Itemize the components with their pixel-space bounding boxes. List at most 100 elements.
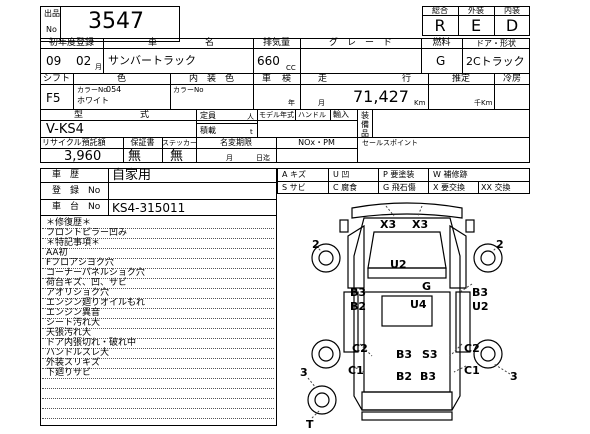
legend-a: A キズ: [282, 170, 307, 179]
mark-tire-2-tr: 2: [496, 238, 504, 251]
label-name-change: 名変期限: [220, 138, 252, 147]
label-aircon: 冷房: [502, 74, 521, 84]
leader-line: [307, 377, 317, 389]
mark-tire-3-br: 3: [510, 370, 518, 383]
sticker: 無: [170, 149, 184, 164]
label-shift: シフト: [42, 74, 70, 84]
label-grade: グ レ ー ド: [328, 38, 392, 48]
special-item-2: Fフロアシヨク穴: [46, 258, 114, 268]
mark-x3-left: X3: [380, 218, 396, 231]
mark-b2-bottom: B2: [396, 370, 412, 383]
spare-wheel-shape: [307, 385, 337, 415]
label-car-name-1: 車: [148, 38, 158, 48]
mark-u2-top: U2: [390, 258, 407, 271]
note-rule-line: [42, 318, 274, 319]
note-rule-line: [42, 418, 274, 419]
label-inspection-2: 検: [282, 74, 292, 84]
rear-bumper-shape: [361, 411, 453, 421]
label-warranty: 保証書: [130, 138, 155, 147]
special-item-9: 天張汚れ大: [46, 328, 92, 338]
wheel-front-left-shape: [311, 243, 341, 273]
special-item-4: 荷台キズ、凹、サビ: [46, 278, 128, 288]
mark-b3-left: B3: [350, 286, 366, 299]
mileage-unit: Km: [414, 99, 426, 107]
grade-header-exterior: 外装: [468, 6, 484, 15]
grade-header-interior: 内装: [504, 6, 520, 15]
mark-c2-left: C2: [352, 342, 368, 355]
mark-u4: U4: [410, 298, 427, 311]
label-capacity-unit: 人: [247, 113, 254, 121]
special-item-1: AA初: [46, 248, 68, 258]
special-item-11: ハンドルスレ大: [46, 348, 110, 358]
registration-block: [40, 168, 277, 216]
label-usage: 車 歴: [52, 170, 80, 180]
label-registration-no: 登 録 No: [52, 186, 101, 196]
mark-tire-2-tl: 2: [312, 238, 320, 251]
note-rule-line: [42, 288, 274, 289]
bed-inner-shape: [381, 295, 433, 327]
leader-line: [491, 245, 499, 253]
grade-exterior: E: [470, 16, 482, 35]
label-first-registration: 初年度登録: [48, 38, 94, 48]
special-header: ＊特記事項＊: [46, 238, 101, 248]
inspection-month-unit: 月: [318, 99, 325, 107]
note-rule-line: [42, 368, 274, 369]
label-estimated: 推定: [451, 74, 470, 84]
mark-b3-bottom: B3: [396, 348, 412, 361]
color-name: ホワイト: [77, 96, 109, 105]
legend-p: P 要塗装: [383, 170, 415, 179]
special-item-12: 外装スリキズ: [46, 358, 101, 368]
label-chassis-no: 車 台 No: [52, 202, 101, 212]
label-fuel: 燃料: [432, 38, 451, 48]
mark-g-right: G: [422, 280, 431, 293]
lot-box: [40, 6, 180, 42]
cab-left-side-shape: [347, 224, 365, 289]
leader-line: [459, 283, 473, 293]
mark-b3-right: B3: [472, 286, 488, 299]
label-name-change-day: 日迄: [256, 154, 270, 162]
leader-line: [417, 205, 423, 217]
model-code: V-KS4: [46, 122, 84, 137]
inspection-year-unit: 年: [288, 99, 295, 107]
note-rule-line: [42, 348, 274, 349]
fuel: G: [436, 54, 446, 68]
lot-label-top: 出品: [44, 9, 60, 18]
mark-t-bottom: T: [306, 418, 314, 430]
label-capacity: 定員: [200, 111, 216, 120]
special-item-6: エンジン廻りオイルもれ: [46, 298, 146, 308]
displacement: 660: [257, 54, 280, 68]
registration-year: 09: [46, 54, 62, 68]
note-rule-line: [42, 398, 274, 399]
label-name-change-month: 月: [226, 154, 233, 162]
special-item-5: アオリショク穴: [46, 288, 110, 298]
label-sales-point: セールスポイント: [362, 139, 418, 147]
label-color: 色: [116, 74, 126, 84]
wheel-rear-left-shape: [311, 339, 341, 369]
label-load: 積載: [200, 126, 216, 135]
note-rule-line: [42, 358, 274, 359]
mark-c2-right: C2: [464, 342, 480, 355]
label-displacement: 排気量: [262, 38, 290, 48]
mark-s3-bottom: S3: [422, 348, 438, 361]
wheel-rear-left-inner-shape: [318, 346, 334, 362]
mark-c1-left: C1: [348, 364, 364, 377]
label-car-name-2: 名: [205, 38, 215, 48]
label-steering: ハンドル: [298, 111, 326, 119]
cc-unit: CC: [286, 64, 296, 72]
note-rule-line: [42, 328, 274, 329]
leader-line: [449, 343, 463, 357]
legend-g: G 飛石傷: [383, 183, 416, 192]
leader-line: [493, 363, 511, 375]
label-equipment: 装備品: [361, 111, 369, 138]
windshield-shape: [367, 231, 447, 269]
note-rule-line: [42, 378, 274, 379]
special-item-8: シート汚れ大: [46, 318, 101, 328]
legend-u: U 凹: [333, 170, 350, 179]
wheel-rear-right-inner-shape: [480, 346, 496, 362]
car-name: サンバートラック: [108, 54, 196, 67]
legend-s: S サビ: [282, 183, 306, 192]
spare-wheel-inner-shape: [314, 392, 330, 408]
estimated-unit: 千Km: [474, 99, 493, 107]
note-rule-line: [42, 308, 274, 309]
